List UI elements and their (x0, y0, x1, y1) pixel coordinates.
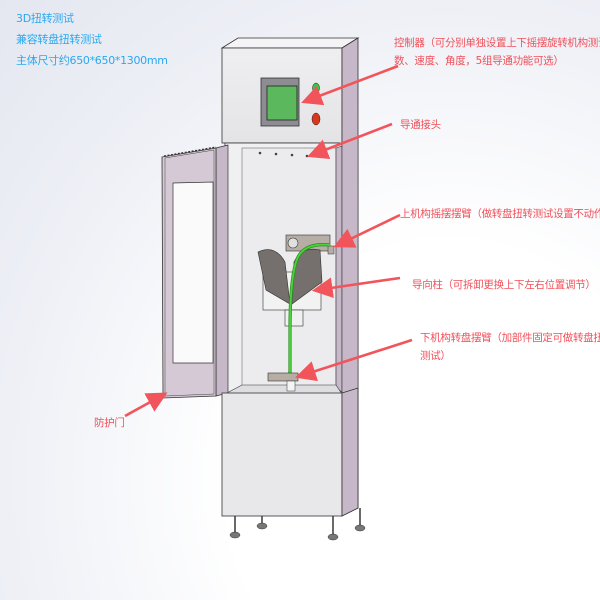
callout-connector: 导通接头 (400, 119, 441, 131)
leveling-foot (256, 516, 268, 530)
callout-upper-arm: 上机构摇摆摆臂（做转盘扭转测试设置不动作） (400, 208, 600, 220)
protective-door-edge (215, 144, 229, 397)
arrow-controller (301, 64, 399, 106)
title-line-1: 3D扭转测试 (16, 12, 74, 25)
arrow-upper-arm (333, 213, 401, 248)
cabinet-lower-front (221, 392, 343, 517)
title-line-2: 兼容转盘扭转测试 (16, 33, 102, 46)
cabinet-top (220, 37, 360, 49)
arrow-guide-post (311, 276, 401, 299)
arrow-lower-arm (295, 338, 413, 382)
arrow-connector (307, 122, 393, 160)
fixture-plate-left (257, 249, 291, 305)
indicator-red-icon (311, 112, 321, 126)
callout-door: 防护门 (94, 417, 125, 429)
callout-lower-arm-line1: 下机构转盘摆臂（加部件固定可做转盘扭转 (420, 332, 600, 344)
indicator-green-icon (312, 82, 320, 94)
lower-turntable-arm (267, 372, 299, 382)
guide-post-block (284, 309, 304, 327)
arrow-door (124, 392, 168, 418)
connector-hole (290, 153, 294, 157)
callout-guide-post: 导向柱（可拆卸更换上下左右位置调节） (412, 279, 596, 291)
upper-arm-dial (287, 237, 299, 249)
connector-hole (305, 154, 309, 158)
title-line-3: 主体尺寸约650*650*1300mm (16, 54, 168, 67)
chamber-side-panel (341, 137, 359, 395)
lower-arm-shaft (286, 380, 296, 392)
leveling-foot (354, 508, 366, 532)
upper-arm-end (327, 245, 335, 255)
callout-lower-arm-line2: 测试） (420, 350, 451, 362)
callout-controller-line1: 控制器（可分别单独设置上下摇摆旋转机构测试次 (394, 37, 600, 49)
protective-door-frame (164, 149, 215, 397)
leveling-foot (229, 516, 241, 539)
control-panel-screen (266, 85, 298, 121)
cabinet-lower-side (341, 387, 359, 517)
callout-controller-line2: 数、速度、角度，5组导通功能可选） (394, 55, 564, 67)
callout-controller: 控制器（可分别单独设置上下摇摆旋转机构测试次 数、速度、角度，5组导通功能可选） (394, 34, 600, 70)
connector-hole (258, 151, 262, 155)
callout-lower-arm: 下机构转盘摆臂（加部件固定可做转盘扭转 测试） (420, 329, 600, 365)
connector-hole (274, 152, 278, 156)
door-window (172, 181, 214, 364)
chamber-right-flange (335, 145, 343, 393)
leveling-foot (327, 516, 339, 541)
